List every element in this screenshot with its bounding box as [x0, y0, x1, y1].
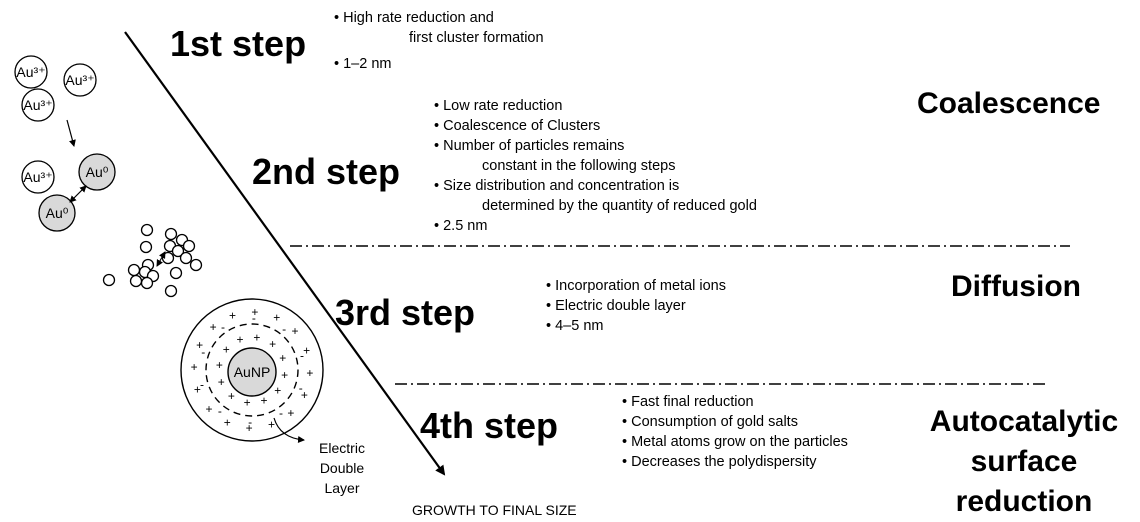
step-2-title: 2nd step	[252, 151, 401, 192]
positive-charge-sign: +	[273, 311, 280, 325]
au3-ion: Au³⁺	[63, 63, 97, 97]
au0-atom: Au⁰	[78, 153, 116, 191]
positive-charge-sign: +	[306, 366, 313, 380]
edl-label-line: Electric	[319, 440, 365, 456]
phase-line: surface	[970, 445, 1078, 478]
positive-charge-sign: +	[194, 383, 201, 397]
phase-line: Autocatalytic	[929, 405, 1119, 438]
bullet: • Low rate reduction	[434, 98, 563, 114]
edl-label-line: Double	[319, 460, 365, 476]
phase-autocatalytic: Autocatalytic surface reduction	[913, 402, 1135, 522]
negative-charge-sign: -	[252, 311, 256, 325]
bullet: • High rate reduction and	[334, 10, 494, 26]
bullet: • 2.5 nm	[434, 218, 488, 234]
step-3-title: 3rd step	[335, 292, 476, 333]
positive-charge-sign: +	[291, 324, 298, 338]
bullet: • Coalescence of Clusters	[434, 118, 601, 134]
positive-charge-sign: +	[269, 337, 276, 351]
step-4-title: 4th step	[420, 405, 559, 446]
negative-charge-sign: -	[221, 320, 225, 334]
positive-charge-sign: +	[218, 375, 225, 389]
negative-charge-sign: -	[201, 345, 205, 359]
step-2-bullets: • Low rate reduction • Coalescence of Cl…	[434, 96, 757, 236]
reduction-arrow	[66, 119, 76, 147]
svg-text:AuNP: AuNP	[234, 364, 271, 380]
negative-charge-sign: -	[282, 322, 286, 336]
negative-charge-sign: -	[279, 406, 283, 420]
au0-atom: Au⁰	[38, 194, 76, 232]
phase-diffusion: Diffusion	[951, 270, 1081, 303]
bullet: • Metal atoms grow on the particles	[622, 434, 848, 450]
edl-pointer-arrow	[273, 417, 305, 443]
positive-charge-sign: +	[244, 396, 251, 410]
au3-ion: Au³⁺	[21, 160, 55, 194]
phase-coalescence: Coalescence	[917, 87, 1101, 120]
positive-charge-sign: +	[191, 360, 198, 374]
bullet-continuation: first cluster formation	[409, 30, 544, 46]
positive-charge-sign: +	[228, 389, 235, 403]
au3-ion: Au³⁺	[21, 88, 55, 122]
positive-charge-sign: +	[246, 421, 253, 435]
bullet: • 4–5 nm	[546, 318, 604, 334]
bullet: • Fast final reduction	[622, 394, 754, 410]
coalescence-double-arrow	[69, 185, 87, 203]
bullet: • Size distribution and concentration is	[434, 178, 680, 194]
cluster-double-arrow	[156, 251, 166, 267]
step-1-bullets: • High rate reduction and first cluster …	[334, 8, 544, 74]
edl-label: Electric Double Layer	[302, 438, 382, 498]
positive-charge-sign: +	[223, 342, 230, 356]
positive-charge-sign: +	[236, 332, 243, 346]
bullet: • Incorporation of metal ions	[546, 278, 726, 294]
positive-charge-sign: +	[251, 305, 258, 319]
positive-charge-sign: +	[196, 338, 203, 352]
positive-charge-sign: +	[210, 320, 217, 334]
positive-charge-sign: +	[253, 330, 260, 344]
positive-charge-sign: +	[229, 308, 236, 322]
edl-label-line: Layer	[324, 480, 360, 496]
phase-line: reduction	[955, 485, 1093, 518]
positive-charge-sign: +	[303, 344, 310, 358]
step-3-bullets: • Incorporation of metal ions • Electric…	[546, 276, 726, 336]
negative-charge-sign: -	[299, 381, 303, 395]
bullet: • 1–2 nm	[334, 56, 392, 72]
bullet: • Decreases the polydispersity	[622, 454, 817, 470]
svg-text:Au³⁺: Au³⁺	[16, 64, 45, 80]
svg-text:Au⁰: Au⁰	[46, 205, 69, 221]
bullet: • Electric double layer	[546, 298, 686, 314]
growth-arrow	[124, 31, 446, 476]
aunp-particle: AuNP ++++++++++++++++++++++++++++-------…	[180, 298, 324, 442]
svg-text:Au³⁺: Au³⁺	[23, 169, 52, 185]
positive-charge-sign: +	[287, 406, 294, 420]
positive-charge-sign: +	[301, 388, 308, 402]
svg-text:Au³⁺: Au³⁺	[23, 97, 52, 113]
svg-text:Au⁰: Au⁰	[86, 164, 109, 180]
positive-charge-sign: +	[274, 384, 281, 398]
positive-charge-sign: +	[260, 394, 267, 408]
positive-charge-sign: +	[205, 402, 212, 416]
step-4-bullets: • Fast final reduction • Consumption of …	[622, 392, 848, 472]
negative-charge-sign: -	[218, 404, 222, 418]
positive-charge-sign: +	[268, 418, 275, 432]
positive-charge-sign: +	[279, 351, 286, 365]
bullet: • Number of particles remains	[434, 138, 625, 154]
bullet-continuation: constant in the following steps	[482, 158, 676, 174]
positive-charge-sign: +	[281, 368, 288, 382]
svg-text:Au³⁺: Au³⁺	[65, 72, 94, 88]
step-1-title: 1st step	[170, 23, 307, 64]
negative-charge-sign: -	[248, 415, 252, 429]
positive-charge-sign: +	[224, 415, 231, 429]
negative-charge-sign: -	[300, 349, 304, 363]
negative-charge-sign: -	[200, 377, 204, 391]
positive-charge-sign: +	[216, 358, 223, 372]
bullet: • Consumption of gold salts	[622, 414, 798, 430]
bullet-continuation: determined by the quantity of reduced go…	[482, 198, 757, 214]
cluster-particles	[102, 223, 203, 298]
au3-ion: Au³⁺	[14, 55, 48, 89]
growth-caption: GROWTH TO FINAL SIZE	[412, 502, 577, 518]
